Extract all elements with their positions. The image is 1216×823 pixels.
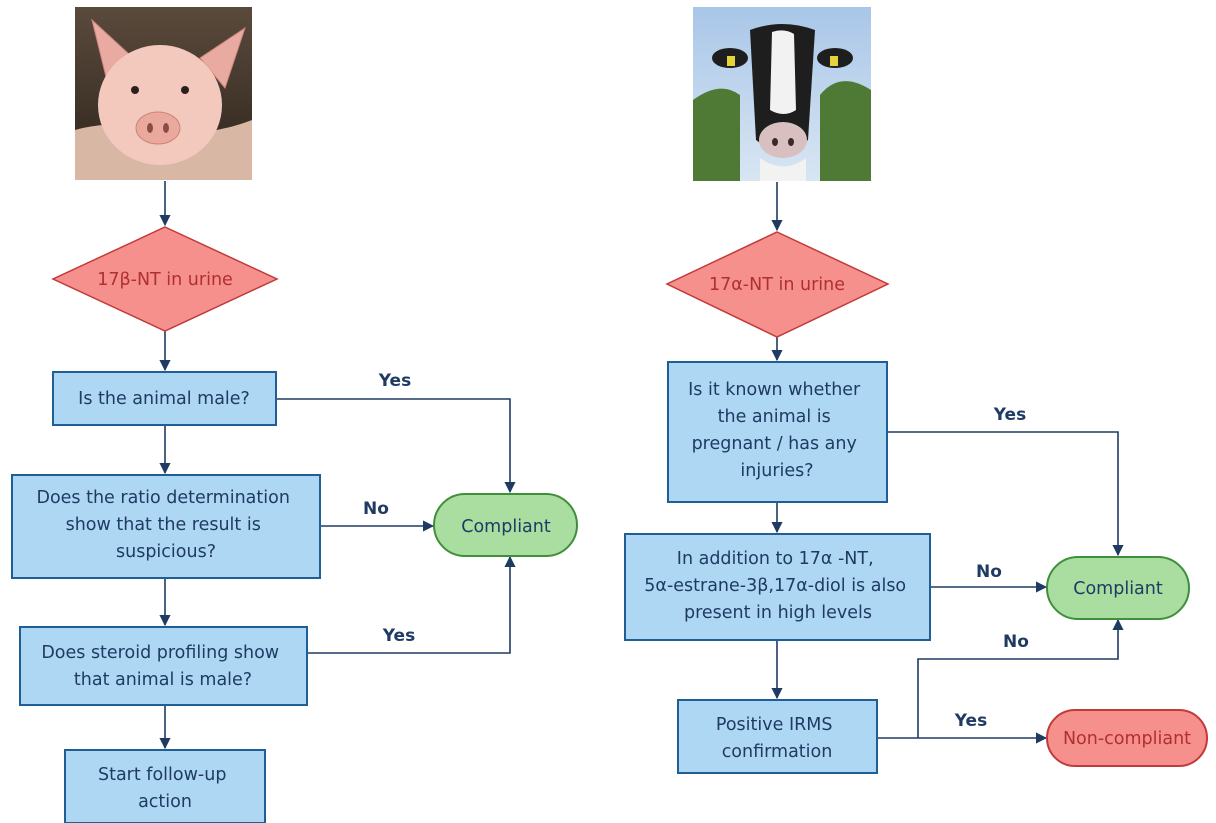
pig-photo-icon [75,7,252,180]
edge-q1-yes [276,398,516,494]
pig-q2-label: Does the ratio determination show that t… [36,488,295,562]
cow-noncompliant-pill: Non-compliant [1046,709,1208,767]
cow-start-diamond: 17α-NT in urine [665,231,890,338]
cow-connectors [771,182,1124,744]
pig-end-label: Start follow-up action [98,765,232,812]
cow-edge-yes-3: Yes [954,711,987,731]
pig-start-diamond: 17β-NT in urine [51,226,279,332]
pig-q3-label: Does steroid profiling show that animal … [41,643,284,690]
cow-edge-no-2: No [976,562,1002,582]
cow-photo-icon [693,7,871,181]
cow-start-label: 17α-NT in urine [709,275,845,295]
pig-q2-box: Does the ratio determination show that t… [11,474,321,579]
pig-compliant-label: Compliant [461,517,551,537]
cow-q3-label: Positive IRMS confirmation [716,715,838,762]
edge-q3-yes [307,555,516,654]
cow-q2-box: In addition to 17α -NT, 5α-estrane-3β,17… [624,533,931,641]
pig-edge-yes-1: Yes [378,371,411,391]
edge-cow-q3-no [917,618,1124,738]
cow-q3-box: Positive IRMS confirmation [677,699,878,774]
cow-q1-label: Is it known whether the animal is pregna… [688,380,866,481]
pig-edge-yes-3: Yes [382,626,415,646]
cow-noncompliant-label: Non-compliant [1063,729,1191,749]
pig-end-box: Start follow-up action [64,749,266,823]
pig-q1-label: Is the animal male? [78,389,250,409]
pig-q1-box: Is the animal male? [52,371,277,426]
cow-edge-no-3: No [1003,632,1029,652]
cow-q1-box: Is it known whether the animal is pregna… [667,361,888,503]
edge-cow-q1-yes [887,431,1124,557]
cow-compliant-label: Compliant [1073,579,1163,599]
cow-edge-yes-1: Yes [993,405,1026,425]
pig-compliant-pill: Compliant [433,493,578,557]
cow-compliant-pill: Compliant [1046,556,1190,620]
pig-edge-no-2: No [363,499,389,519]
pig-start-label: 17β-NT in urine [97,270,233,290]
pig-connectors [159,181,516,750]
pig-q3-box: Does steroid profiling show that animal … [19,626,308,706]
cow-q2-label: In addition to 17α -NT, 5α-estrane-3β,17… [644,549,911,623]
